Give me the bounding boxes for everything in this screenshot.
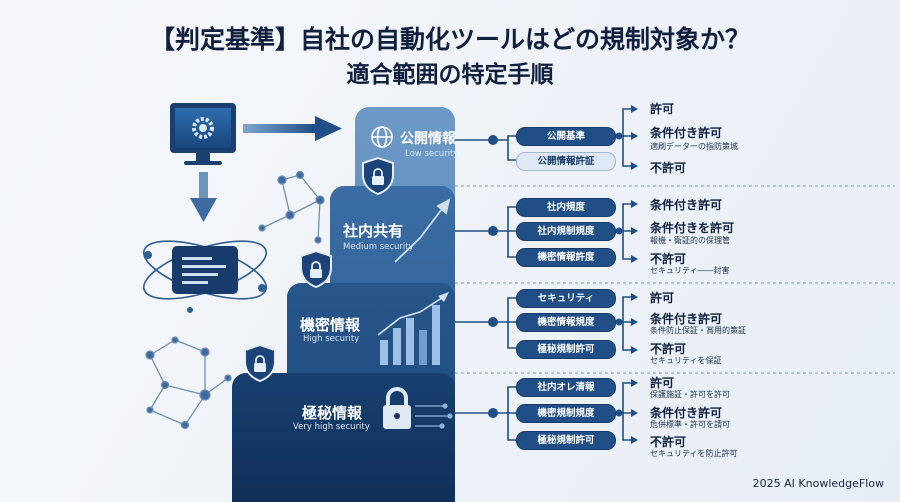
outcome-note: 報機・衛証的の保理管 xyxy=(650,236,730,245)
tier-label: 公開情報 xyxy=(400,131,456,147)
circuit-lines xyxy=(415,403,453,429)
outcome-label: 不許可 xyxy=(650,435,687,449)
criteria-pill: 公開基準 xyxy=(516,127,616,146)
outcome-label: 不許可 xyxy=(650,252,687,266)
outcome-label: 条件付き許可 xyxy=(650,126,723,140)
page-subtitle: 適合範囲の特定手順 xyxy=(346,62,554,88)
outcome-note: セキュリティを保証 xyxy=(650,356,722,365)
server-orbit-icon xyxy=(142,240,268,313)
outcome-label: 条件付き許可 xyxy=(650,312,723,326)
connector-nodes xyxy=(488,132,623,418)
outcome-label: 条件付き許可 xyxy=(650,198,723,212)
criteria-pill: 機密規制規度 xyxy=(516,404,616,423)
shield-lock-icon xyxy=(362,156,394,196)
outcome-note: 危併標準・許可を請可 xyxy=(650,420,730,429)
outcome-label: 不許可 xyxy=(650,342,687,356)
monitor-gear-icon xyxy=(170,103,236,165)
criteria-pill: 機密情報規度 xyxy=(516,313,616,332)
tier-label: 極秘情報 xyxy=(302,404,363,422)
outcome-label: 許可 xyxy=(650,376,675,390)
outcome-arrowheads xyxy=(631,105,638,444)
padlock-icon xyxy=(383,387,411,429)
outcome-label: 条件付き許可 xyxy=(650,406,723,420)
tier-sub: Low security xyxy=(405,149,459,159)
globe-icon xyxy=(371,126,393,148)
shield-lock-icon xyxy=(244,343,276,383)
footer-credit: 2025 AI KnowledgeFlow xyxy=(752,477,884,490)
outcome-note: セキュリティを防止許可 xyxy=(650,449,738,458)
outcome-label: 不許可 xyxy=(650,161,687,175)
criteria-pill: 社内オレ清報 xyxy=(516,378,616,397)
criteria-pill: 機密情報許度 xyxy=(516,248,616,267)
bar-chart-icon xyxy=(377,292,449,365)
tier-sub: Very high security xyxy=(293,422,370,432)
criteria-pill: 極秘規制許可 xyxy=(516,340,616,359)
criteria-pill: 社内規度 xyxy=(516,198,616,217)
shield-lock-icon xyxy=(300,249,332,289)
outcome-note: 条件防止保証・賞用的策証 xyxy=(650,326,746,335)
criteria-pill: 社内規制規度 xyxy=(516,222,616,241)
tier-label: 機密情報 xyxy=(300,316,361,334)
outcome-note: 保護施証・許可を許可 xyxy=(650,390,730,399)
arrow-right-icon xyxy=(243,116,342,141)
criteria-pill: セキュリティ xyxy=(516,289,616,308)
criteria-pill: 公開情報許証 xyxy=(516,152,616,171)
arrow-down-icon xyxy=(190,172,217,222)
tier-label: 社内共有 xyxy=(343,222,404,240)
outcome-label: 許可 xyxy=(650,102,675,116)
tier-very-high xyxy=(232,373,455,502)
trend-arrow-icon xyxy=(394,198,451,263)
outcome-note: 適刷データーの指防策城 xyxy=(650,142,738,151)
tier-sub: High security xyxy=(303,334,360,344)
page-title: 【判定基準】自社の自動化ツールはどの規制対象か？ xyxy=(149,25,750,54)
network-graphic xyxy=(145,170,325,430)
outcome-label: 許可 xyxy=(650,291,675,305)
row-separators xyxy=(455,185,895,374)
outcome-label: 条件付きを許可 xyxy=(650,221,735,235)
outcome-note: セキュリティ――封害 xyxy=(650,266,730,275)
criteria-pill: 極秘規制許可 xyxy=(516,431,616,450)
tier-sub: Medium security xyxy=(343,242,414,252)
